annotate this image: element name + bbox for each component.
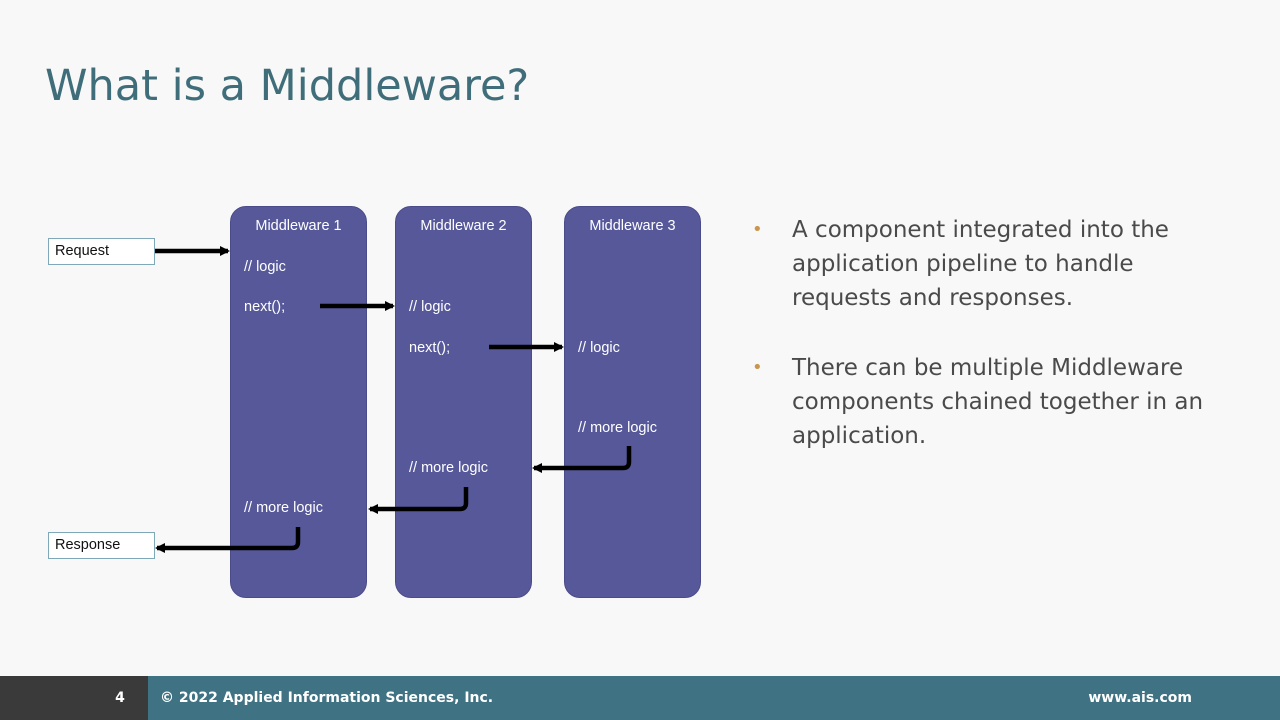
- middleware-3-box: Middleware 3 // logic // more logic: [564, 206, 701, 598]
- bullet-dot-icon: •: [752, 219, 763, 240]
- bullet-dot-icon: •: [752, 357, 763, 378]
- page-number: 4: [115, 690, 125, 706]
- bullet-text: There can be multiple Middleware compone…: [792, 355, 1204, 449]
- slide-title: What is a Middleware?: [45, 61, 530, 111]
- bullet-text: A component integrated into the applicat…: [792, 217, 1169, 311]
- footer-page-block: [0, 676, 148, 720]
- bullet-list: • A component integrated into the applic…: [752, 213, 1222, 489]
- middleware-1-more-logic: // more logic: [244, 500, 323, 516]
- response-box: Response: [48, 532, 155, 559]
- request-box: Request: [48, 238, 155, 265]
- middleware-3-title: Middleware 3: [589, 218, 676, 234]
- middleware-2-more-logic: // more logic: [409, 460, 488, 476]
- bullet-item: • There can be multiple Middleware compo…: [752, 351, 1222, 453]
- footer-bar: 4 © 2022 Applied Information Sciences, I…: [0, 676, 1280, 720]
- middleware-1-next: next();: [244, 299, 286, 315]
- middleware-2-logic: // logic: [409, 299, 451, 315]
- copyright-text: © 2022 Applied Information Sciences, Inc…: [160, 690, 494, 706]
- middleware-1-title: Middleware 1: [255, 218, 342, 234]
- bullet-item: • A component integrated into the applic…: [752, 213, 1222, 315]
- middleware-3-more-logic: // more logic: [578, 420, 657, 436]
- middleware-2-title: Middleware 2: [420, 218, 507, 234]
- website-link[interactable]: www.ais.com: [1088, 690, 1192, 706]
- middleware-pipeline-diagram: Request Response Middleware 1 // logic n…: [0, 0, 720, 620]
- middleware-2-next: next();: [409, 340, 451, 356]
- middleware-2-box: Middleware 2 // logic next(); // more lo…: [395, 206, 532, 598]
- middleware-1-box: Middleware 1 // logic next(); // more lo…: [230, 206, 367, 598]
- middleware-3-logic: // logic: [578, 340, 620, 356]
- middleware-1-logic: // logic: [244, 259, 286, 275]
